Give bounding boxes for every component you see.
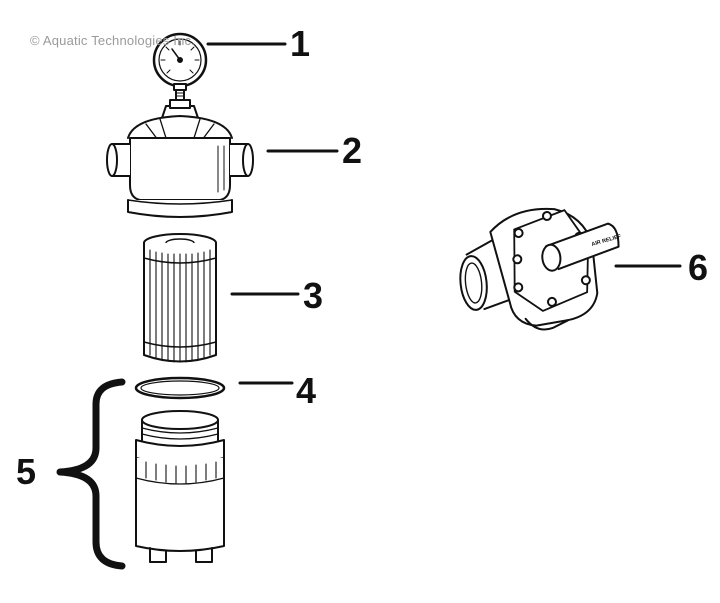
filter-cartridge [143,233,217,363]
filter-head [106,99,254,218]
part-label-2: 2 [342,130,363,171]
part-label-5: 5 [16,451,37,492]
part-label-3: 3 [303,275,324,316]
part-label-1: 1 [290,23,311,64]
leader-lines [206,42,682,385]
air-relief-valve [459,207,620,331]
copyright-watermark: © Aquatic Technologies Inc. [30,33,196,48]
o-ring [134,376,226,400]
part-label-4: 4 [296,370,317,411]
filter-bowl [135,410,225,563]
curly-brace-icon [56,378,126,570]
part-label-6: 6 [688,247,709,288]
pressure-gauge [152,32,208,101]
